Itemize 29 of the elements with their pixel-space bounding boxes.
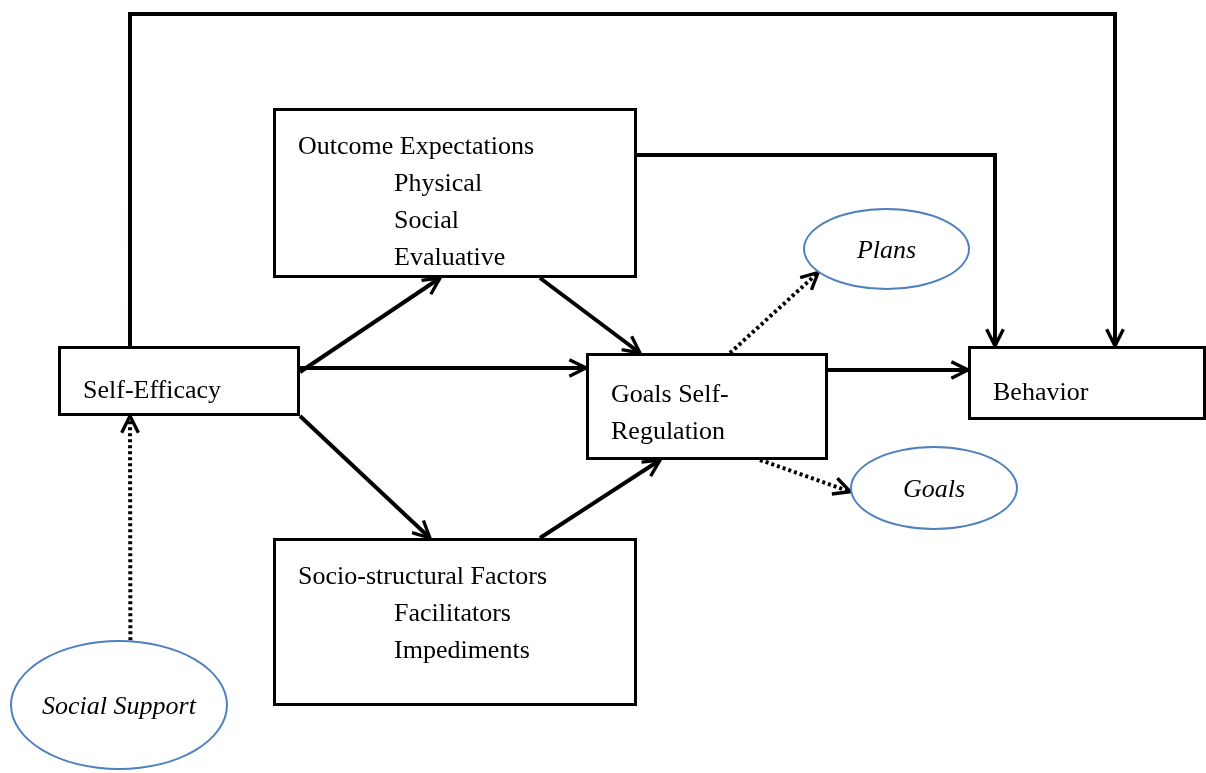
dotted-arrow: [120, 414, 140, 641]
box-item: Evaluative: [393, 241, 507, 273]
process-box: [968, 346, 1206, 420]
box-item: Facilitators: [393, 597, 512, 629]
box-title: Outcome Expectations: [297, 130, 536, 162]
process-box: [586, 353, 828, 460]
arrow: [298, 414, 432, 540]
node-label: Social Support: [41, 689, 198, 722]
arrow: [128, 12, 1125, 348]
box-item: Impediments: [393, 634, 531, 666]
node-label: Plans: [855, 233, 918, 266]
process-box: [273, 108, 637, 278]
box-item: Physical: [393, 167, 484, 199]
dotted-arrow: [759, 458, 852, 496]
arrow: [637, 153, 1005, 348]
arrow: [538, 458, 662, 540]
box-title: Socio-structural Factors: [297, 560, 549, 592]
box-title: Self-Efficacy: [82, 373, 223, 406]
node-label: Goals: [901, 472, 967, 505]
arrow: [828, 360, 970, 380]
process-box: [273, 538, 637, 706]
box-title: Behavior: [992, 375, 1090, 408]
dotted-arrow: [728, 270, 820, 355]
arrow: [298, 276, 442, 374]
arrow: [300, 358, 588, 378]
box-item: Social: [393, 204, 460, 236]
process-box: [58, 346, 300, 416]
box-title: Goals Self-Regulation: [610, 377, 730, 447]
arrow: [538, 276, 642, 355]
